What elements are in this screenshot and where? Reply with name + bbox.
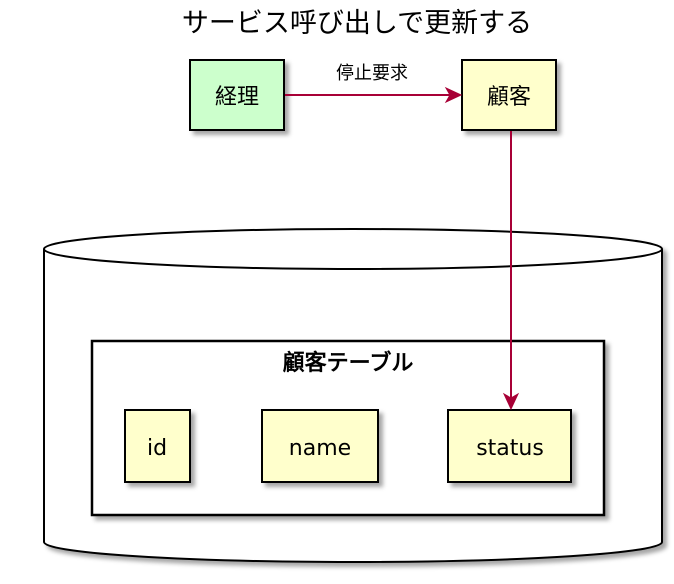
diagram-title: サービス呼び出しで更新する [182, 8, 532, 39]
table-group-label: 顧客テーブル [283, 350, 414, 376]
field-box-id: id [124, 409, 191, 483]
edge-stop-request: 停止要求 [285, 63, 463, 104]
node-kokyaku: 顧客 [461, 59, 557, 131]
node-kokyaku-label: 顧客 [487, 85, 531, 110]
field-box-status: status [447, 409, 572, 483]
field-label-id: id [147, 436, 167, 461]
field-label-name: name [289, 436, 351, 461]
field-label-status: status [476, 436, 544, 461]
node-keiri: 経理 [189, 59, 285, 131]
edge-stop-request-label: 停止要求 [336, 63, 408, 84]
field-box-name: name [261, 409, 379, 483]
edge-stop-request-arrowhead [444, 86, 463, 104]
edge-update-status-arrowhead [502, 392, 520, 411]
node-keiri-label: 経理 [215, 85, 259, 110]
edge-update-status [502, 131, 520, 411]
